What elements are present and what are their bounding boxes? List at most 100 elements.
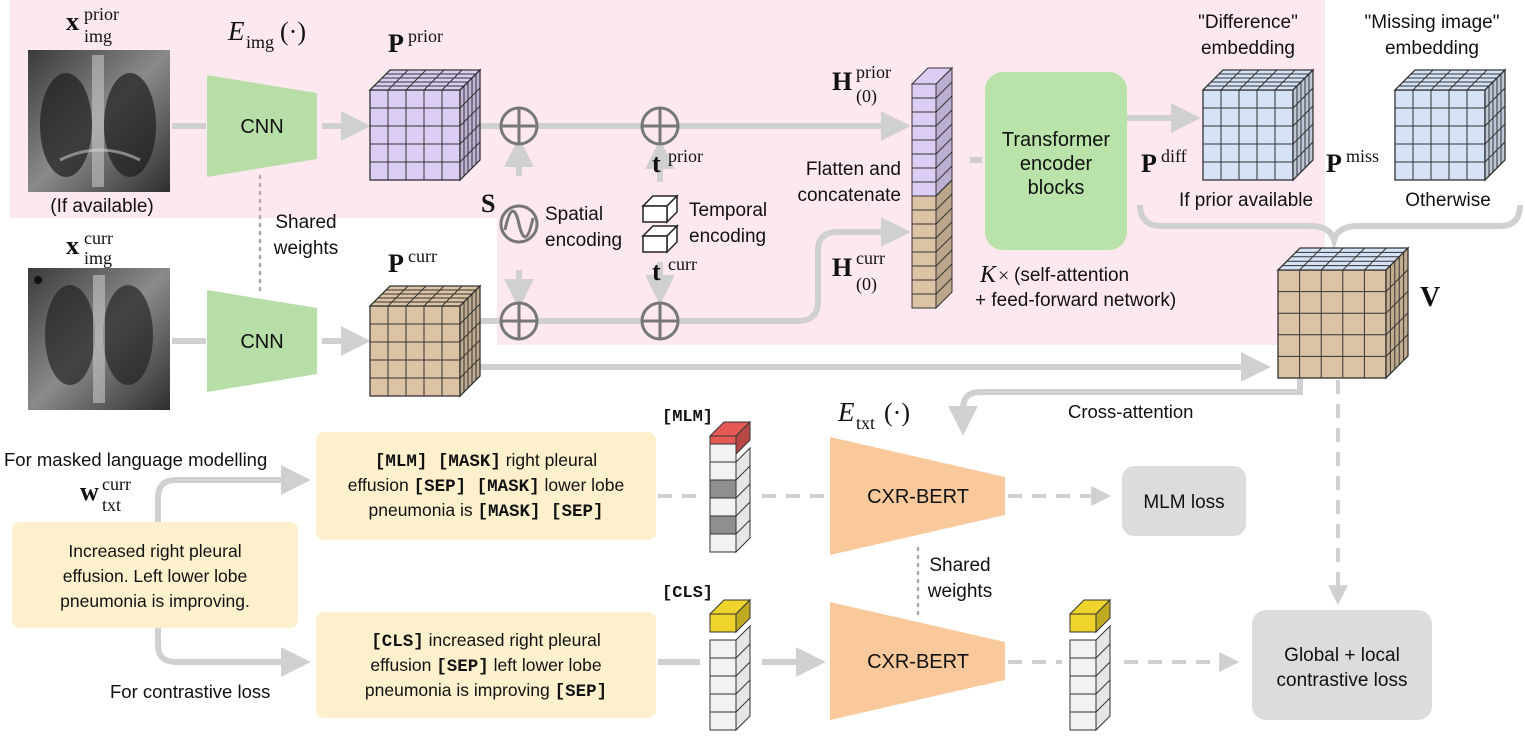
cls-box-text-line: effusion [SEP] left lower lobe <box>370 655 601 677</box>
x-prior-label: x prior img <box>66 4 119 46</box>
cls-token-cell <box>709 675 737 695</box>
add-curr-temporal <box>640 301 680 341</box>
mlm-loss-label: MLM loss <box>1143 492 1224 513</box>
svg-text:curr: curr <box>102 474 131 494</box>
cls-token-cell <box>709 639 737 659</box>
flatten-label-2: concatenate <box>797 185 901 206</box>
cube-side-face <box>1484 68 1506 182</box>
shared-weights-text-1: Shared <box>929 555 990 576</box>
w-curr-label: w curr txt <box>80 474 131 515</box>
cross-attention-label: Cross-attention <box>1068 401 1193 422</box>
t-prior-label: t prior <box>652 146 703 178</box>
svg-text:curr: curr <box>856 248 885 268</box>
contrastive-caption: For contrastive loss <box>110 681 270 702</box>
mlm-token-stack <box>708 420 752 554</box>
svg-text:curr: curr <box>408 246 437 266</box>
spatial-encoding-label-1: Spatial <box>545 204 603 225</box>
add-circles <box>499 106 680 341</box>
x-curr-label: x curr img <box>66 228 113 268</box>
svg-text:img: img <box>84 26 112 46</box>
svg-text:E: E <box>227 16 245 46</box>
miss-title-2: embedding <box>1385 38 1479 59</box>
cls-input-box <box>316 612 656 718</box>
cxr-bert-contrastive <box>830 602 1005 720</box>
svg-text:diff: diff <box>1161 146 1187 166</box>
svg-text:+ feed-forward network): + feed-forward network) <box>975 290 1176 311</box>
if-available-label: (If available) <box>50 196 154 217</box>
cxr-bert-mlm <box>830 437 1005 555</box>
h-curr-token <box>911 293 937 309</box>
svg-text:x: x <box>66 231 79 260</box>
cls-token-cell <box>709 693 737 713</box>
h-curr-token <box>911 279 937 295</box>
output-token-cell <box>1069 639 1097 659</box>
otherwise-label: Otherwise <box>1405 190 1491 211</box>
svg-text:txt: txt <box>102 495 121 515</box>
svg-text:prior: prior <box>84 4 119 24</box>
svg-text:(·): (·) <box>280 17 306 46</box>
p-prior-label: P prior <box>388 26 443 58</box>
svg-text:K: K <box>979 262 998 288</box>
temporal-token-curr <box>641 224 679 254</box>
temporal-encoding-label-2: encoding <box>689 226 766 247</box>
h-prior-token <box>911 125 937 141</box>
h-curr-token <box>911 209 937 225</box>
p-curr-label: P curr <box>388 246 437 278</box>
h-prior-token <box>911 181 937 197</box>
mlm-loss-box <box>1122 466 1246 536</box>
report-line-2: effusion. Left lower lobe <box>63 566 248 586</box>
h-prior-token <box>911 83 937 99</box>
svg-text:P: P <box>1141 149 1157 178</box>
h-curr-label: H curr (0) <box>832 248 885 295</box>
svg-text:t: t <box>652 257 661 286</box>
diff-title-1: "Difference" <box>1198 12 1298 33</box>
spatial-encoding-label-2: encoding <box>545 230 622 251</box>
report-line-1: Increased right pleural <box>68 541 241 561</box>
mlm-box-text-line: pneumonia is [MASK] [SEP] <box>369 500 604 522</box>
report-line-3: pneumonia is improving. <box>60 591 250 611</box>
e-txt-label: E txt (·) <box>837 397 910 433</box>
mlm-token-label: [MLM] <box>662 408 713 427</box>
v-symbol: V <box>1420 282 1440 313</box>
mlm-token-cell <box>709 461 737 481</box>
mlm-token-cell <box>709 533 737 553</box>
transformer-encoder-block <box>985 72 1127 250</box>
svg-text:P: P <box>388 249 404 278</box>
cube-side-face <box>1292 68 1314 182</box>
cube-front-face <box>1394 89 1486 181</box>
cube-front-face <box>369 305 461 397</box>
svg-text:x: x <box>66 7 79 36</box>
p-diff-cube <box>1201 68 1315 182</box>
mlm-box-text-line: [MLM] [MASK] right pleural <box>375 450 597 472</box>
h-curr-token <box>911 251 937 267</box>
h-prior-token <box>911 153 937 169</box>
t-curr-label: t curr <box>652 254 697 286</box>
mlm-box-text-line: effusion [SEP] [MASK] lower lobe <box>348 475 625 497</box>
s-symbol: S <box>481 189 495 218</box>
mlm-input-box <box>316 432 656 540</box>
cube-side-face <box>459 284 481 398</box>
svg-text:prior: prior <box>408 26 443 46</box>
h-prior-token <box>911 139 937 155</box>
h-prior-token <box>911 167 937 183</box>
transformer-label-3: blocks <box>1028 177 1085 199</box>
svg-text:t: t <box>652 149 661 178</box>
add-curr-spatial <box>499 301 539 341</box>
xray-prior-image <box>28 50 170 192</box>
transformer-label-2: encoder <box>1020 153 1093 175</box>
text-flow-arrows <box>155 465 1240 677</box>
cube-side-face <box>459 68 481 182</box>
h-curr-token <box>911 265 937 281</box>
svg-text:miss: miss <box>1346 146 1379 166</box>
v-cube <box>1276 246 1410 380</box>
p-diff-label: P diff <box>1141 146 1187 178</box>
add-prior-temporal <box>640 106 680 146</box>
mlm-token-cell <box>709 479 737 499</box>
output-token-cell <box>1069 657 1097 677</box>
shared-weights-image-2: weights <box>273 238 338 259</box>
svg-text:E: E <box>837 397 855 427</box>
cube-side-face <box>1385 246 1409 380</box>
e-img-label: E img (·) <box>227 16 306 52</box>
output-token-cell <box>1069 675 1097 695</box>
temporal-token-prior <box>641 194 679 224</box>
